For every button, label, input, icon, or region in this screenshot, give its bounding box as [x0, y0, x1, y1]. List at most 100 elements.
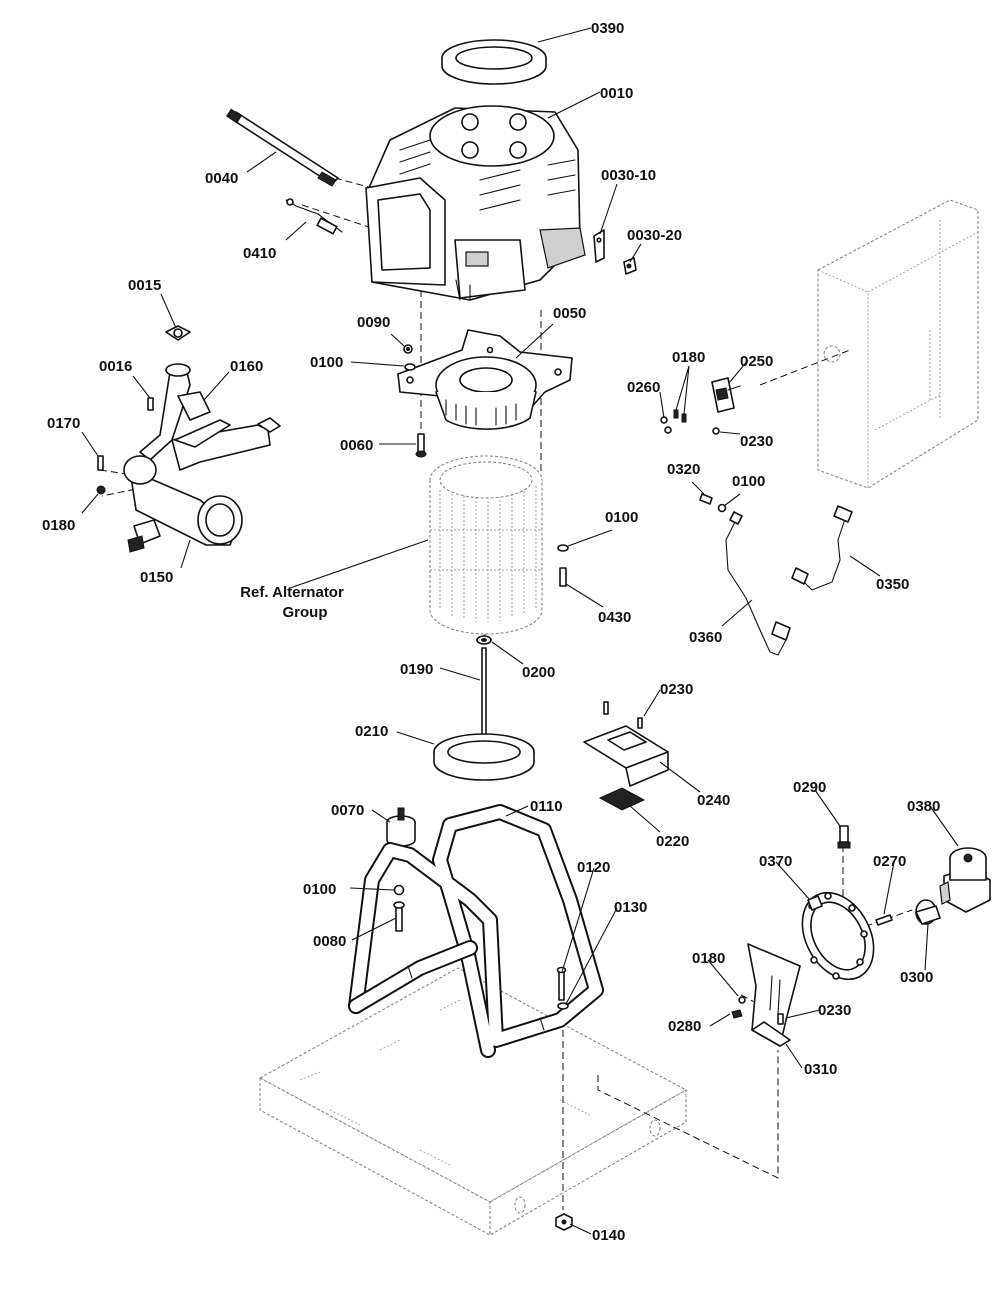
- part-0016-bolt: [147, 397, 154, 411]
- callout-0180-a: 0180: [672, 349, 705, 366]
- callout-0090: 0090: [357, 314, 390, 331]
- enclosure-panel-ghost: [817, 199, 979, 489]
- callout-0060: 0060: [340, 437, 373, 454]
- callout-0150: 0150: [140, 569, 173, 586]
- part-0160-exhaust-pipe: [139, 363, 281, 471]
- callout-0360: 0360: [689, 629, 722, 646]
- callout-0050: 0050: [553, 305, 586, 322]
- part-0230-screws-b: [603, 701, 643, 729]
- part-0370-regulator: [801, 891, 875, 981]
- part-0100-washer-b: [557, 544, 569, 552]
- part-0410-sensor: [285, 198, 343, 235]
- callout-0250: 0250: [740, 353, 773, 370]
- part-0390-ring: [441, 39, 547, 85]
- part-0170-bolt: [97, 455, 104, 471]
- part-0220-pad: [598, 787, 646, 811]
- callout-0100-c: 0100: [605, 509, 638, 526]
- callout-0010: 0010: [600, 85, 633, 102]
- callout-0030-20: 0030-20: [627, 227, 682, 244]
- part-0200-washer: [476, 635, 492, 645]
- callout-0130: 0130: [614, 899, 647, 916]
- callout-0280: 0280: [668, 1018, 701, 1035]
- part-0310-bracket: [747, 943, 801, 1047]
- part-0290-fitting: [837, 825, 851, 849]
- callout-0260: 0260: [627, 379, 660, 396]
- part-0250-switch: [711, 377, 741, 413]
- callout-0320: 0320: [667, 461, 700, 478]
- part-0100-washer-d: [393, 884, 405, 896]
- callout-0110: 0110: [530, 798, 563, 815]
- part-0280-screw: [731, 1009, 743, 1019]
- callout-0230-b: 0230: [660, 681, 693, 698]
- callout-0100-d: 0100: [303, 881, 336, 898]
- part-0230-screw-a: [712, 427, 720, 435]
- callout-0210: 0210: [355, 723, 388, 740]
- part-0350-cable: [791, 505, 853, 591]
- part-0100-washer-a: [404, 363, 416, 371]
- callout-0040: 0040: [205, 170, 238, 187]
- part-0360-cable: [725, 511, 791, 656]
- part-0180-washer-a: [96, 485, 106, 495]
- leader-lines: [81, 27, 959, 1235]
- ref-alternator-label-line2: Group: [283, 604, 328, 621]
- callout-0190: 0190: [400, 661, 433, 678]
- part-0010-engine: [365, 105, 586, 301]
- callout-0290: 0290: [793, 779, 826, 796]
- callout-0015: 0015: [128, 277, 161, 294]
- part-0120-bolt: [556, 966, 567, 1001]
- alternator-group-ref: [429, 455, 543, 635]
- part-0180-washer-b: [738, 996, 746, 1004]
- callout-0070: 0070: [331, 802, 364, 819]
- callout-0390: 0390: [591, 20, 624, 37]
- callout-0016: 0016: [99, 358, 132, 375]
- callout-0410: 0410: [243, 245, 276, 262]
- callout-0310: 0310: [804, 1061, 837, 1078]
- callout-0370: 0370: [759, 853, 792, 870]
- part-0015-gasket: [165, 325, 191, 341]
- part-0130-washer: [557, 1002, 569, 1010]
- part-0140-nut: [555, 1213, 573, 1231]
- part-0050-mount-plate: [397, 329, 573, 430]
- part-0270-screw: [875, 914, 893, 926]
- callout-0380: 0380: [907, 798, 940, 815]
- callout-0350: 0350: [876, 576, 909, 593]
- part-0040-dipstick-tube: [226, 108, 339, 187]
- part-0240-bracket: [583, 725, 669, 787]
- part-0110-frame: [348, 804, 604, 1058]
- callout-0170: 0170: [47, 415, 80, 432]
- part-0030-20-fitting: [623, 257, 637, 275]
- part-0210-ring: [433, 733, 535, 781]
- callout-0180-b: 0180: [42, 517, 75, 534]
- callout-0230-a: 0230: [740, 433, 773, 450]
- callout-0220: 0220: [656, 833, 689, 850]
- callout-labels: 0390 0010 0040 0410 0030-10 0030-20 0015…: [42, 20, 940, 1244]
- callout-0030-10: 0030-10: [601, 167, 656, 184]
- base-plate-ghost: [258, 967, 688, 1236]
- callout-0120: 0120: [577, 859, 610, 876]
- callout-0160: 0160: [230, 358, 263, 375]
- part-0150-muffler: [123, 455, 243, 553]
- callout-0080: 0080: [313, 933, 346, 950]
- part-0380-valve: [939, 847, 991, 913]
- callout-0430: 0430: [598, 609, 631, 626]
- part-0070-isolator: [386, 807, 416, 847]
- callout-0270: 0270: [873, 853, 906, 870]
- part-0320-screw: [699, 493, 713, 505]
- part-0030-10-bracket: [593, 229, 605, 263]
- callout-0240: 0240: [697, 792, 730, 809]
- callout-0140: 0140: [592, 1227, 625, 1244]
- part-0430-stud: [559, 567, 567, 587]
- part-0080-bolt: [393, 901, 405, 932]
- part-0060-bolt: [415, 433, 427, 458]
- part-0100-washer-c: [717, 503, 727, 513]
- callout-0100-b: 0100: [732, 473, 765, 490]
- ref-alternator-label-line1: Ref. Alternator: [240, 584, 344, 601]
- part-0090-nut: [403, 344, 413, 354]
- callout-0300: 0300: [900, 969, 933, 986]
- callout-0230-c: 0230: [818, 1002, 851, 1019]
- callout-0100-a: 0100: [310, 354, 343, 371]
- part-0230-screw-c: [777, 1013, 784, 1025]
- part-0260-screws: [660, 416, 672, 434]
